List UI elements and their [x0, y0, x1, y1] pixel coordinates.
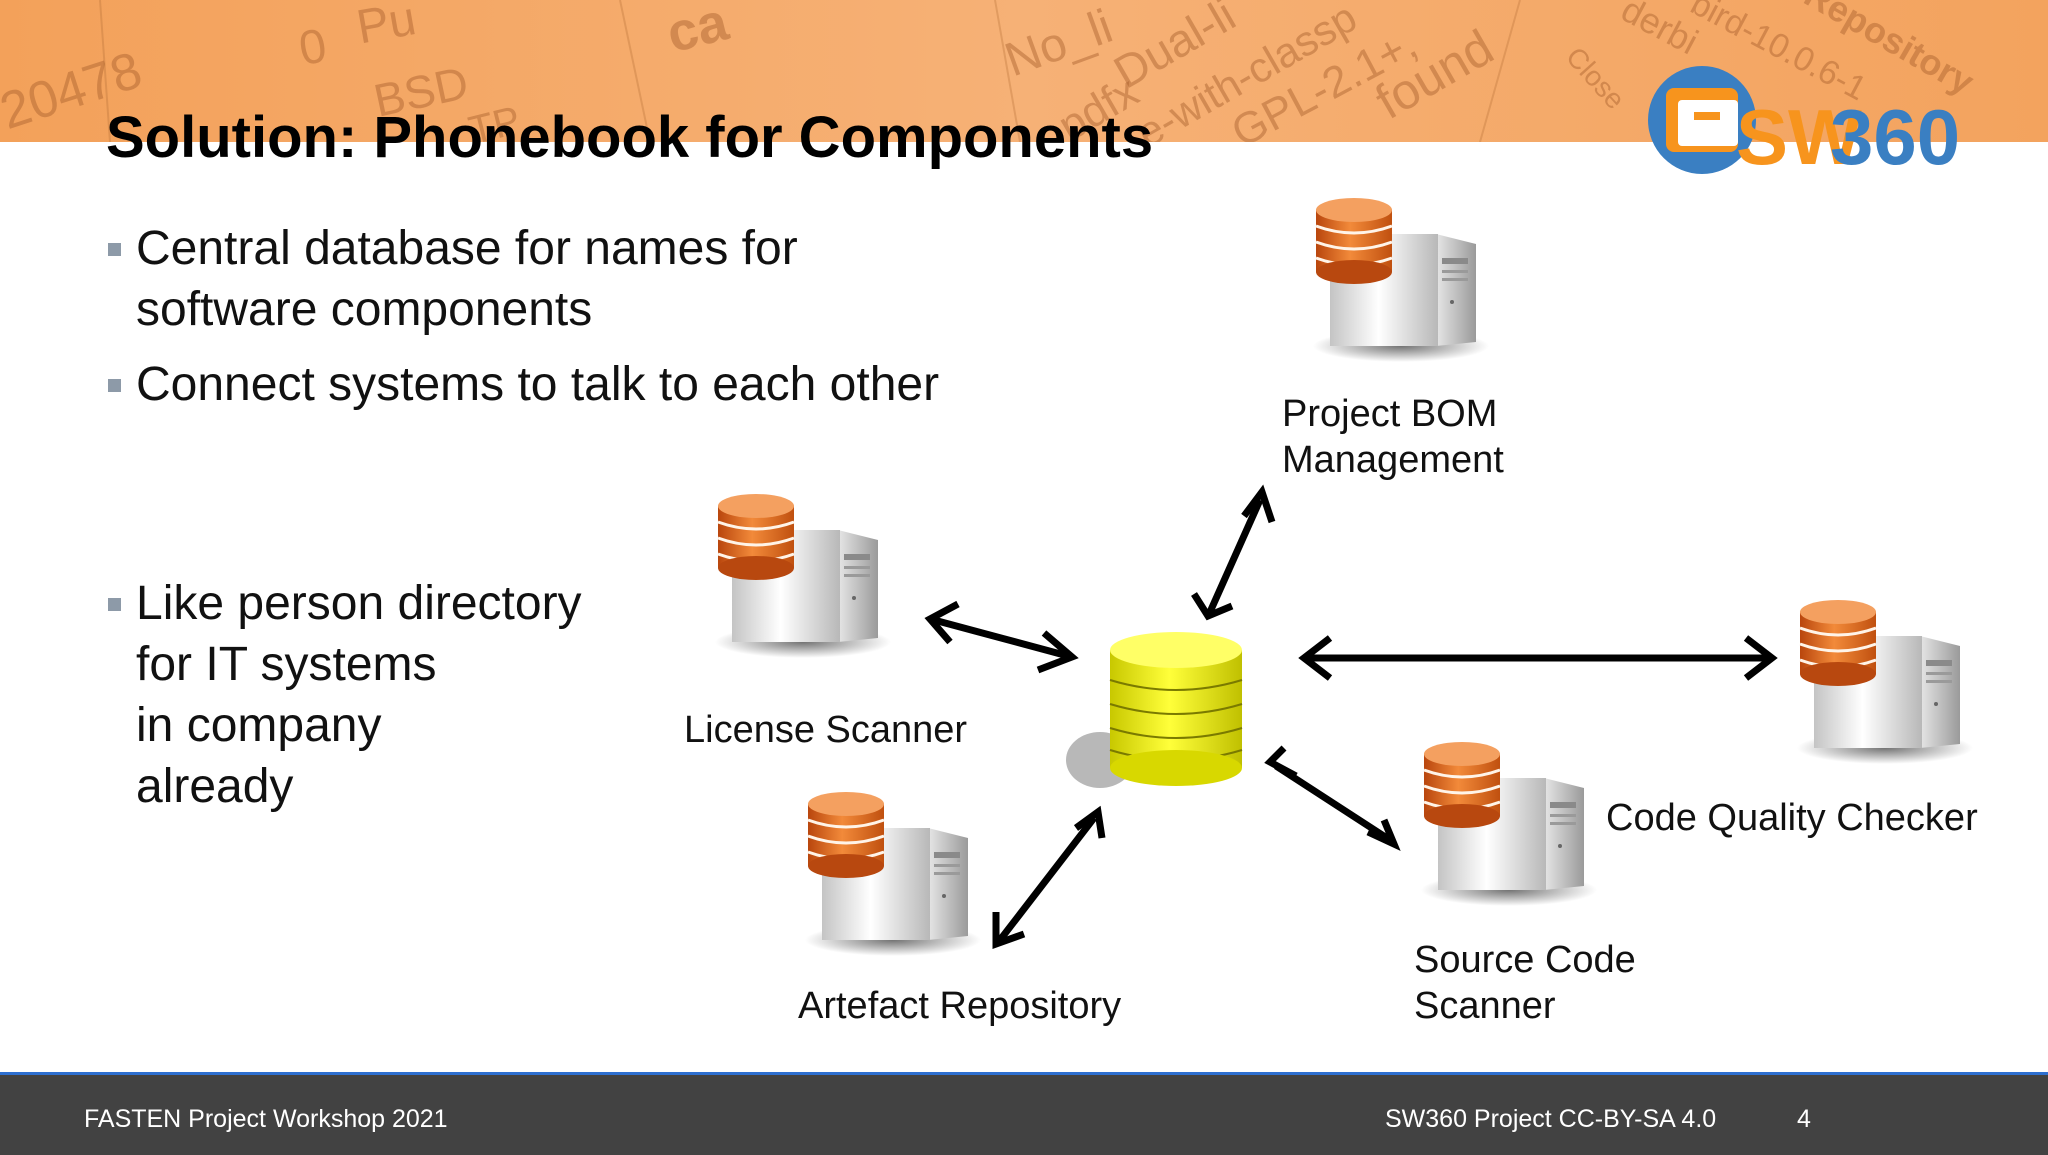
- bullet-line: already: [136, 760, 294, 813]
- svg-text:360: 360: [1830, 93, 1960, 180]
- artefact-repo-label: Artefact Repository: [798, 985, 1121, 1027]
- double-arrow-icon: [1264, 745, 1401, 851]
- source-code-label: Scanner: [1414, 985, 1556, 1027]
- double-arrow-icon: [992, 805, 1106, 949]
- bullet-line: Connect systems to talk to each other: [136, 358, 940, 411]
- code-quality-server-icon: [1795, 598, 1975, 766]
- source-code-server-icon: [1419, 740, 1599, 908]
- footer-event: FASTEN Project Workshop 2021: [84, 1105, 448, 1133]
- bullet-person-directory: Like person directory for IT systems in …: [108, 573, 582, 817]
- slide-title: Solution: Phonebook for Components: [106, 105, 1154, 170]
- code-quality-label: Code Quality Checker: [1606, 797, 1978, 839]
- project-bom-server-icon: [1311, 196, 1491, 364]
- header-banner: 20478 0 Pu BSD TP ca No_li Dual-li pdfx …: [0, 0, 2048, 142]
- footer-license: SW360 Project CC-BY-SA 4.0: [1385, 1105, 1717, 1133]
- bullet-marker: [108, 243, 121, 256]
- bullet-line: Like person directory: [136, 577, 582, 630]
- project-bom-label: Project BOM: [1282, 393, 1497, 435]
- banner-word: Pu: [353, 0, 420, 55]
- bullet-marker: [108, 379, 121, 392]
- artefact-repo-server-icon: [803, 790, 983, 958]
- bullet-line: software components: [136, 283, 593, 336]
- logo-text: SW: [1736, 93, 1862, 180]
- license-scanner-server-icon: [713, 492, 893, 660]
- footer-bar: FASTEN Project Workshop 2021 SW360 Proje…: [0, 1072, 2048, 1155]
- license-scanner-label: License Scanner: [684, 709, 967, 751]
- bullet-marker: [108, 598, 121, 611]
- double-arrow-icon: [1191, 484, 1276, 621]
- double-arrow-icon: [1298, 635, 1778, 681]
- double-arrow-icon: [924, 600, 1079, 674]
- bullet-line: in company: [136, 699, 382, 752]
- page-number: 4: [1797, 1105, 1811, 1133]
- bullet-connect-systems: Connect systems to talk to each other: [108, 354, 939, 415]
- bullet-line: Central database for names for: [136, 222, 798, 275]
- bullet-central-database: Central database for names for software …: [108, 218, 798, 340]
- bullet-line: for IT systems: [136, 638, 437, 691]
- project-bom-label: Management: [1282, 439, 1504, 481]
- source-code-label: Source Code: [1414, 939, 1636, 981]
- sw360-logo: SW 360: [1648, 66, 1960, 180]
- central-database-icon: [1066, 632, 1243, 788]
